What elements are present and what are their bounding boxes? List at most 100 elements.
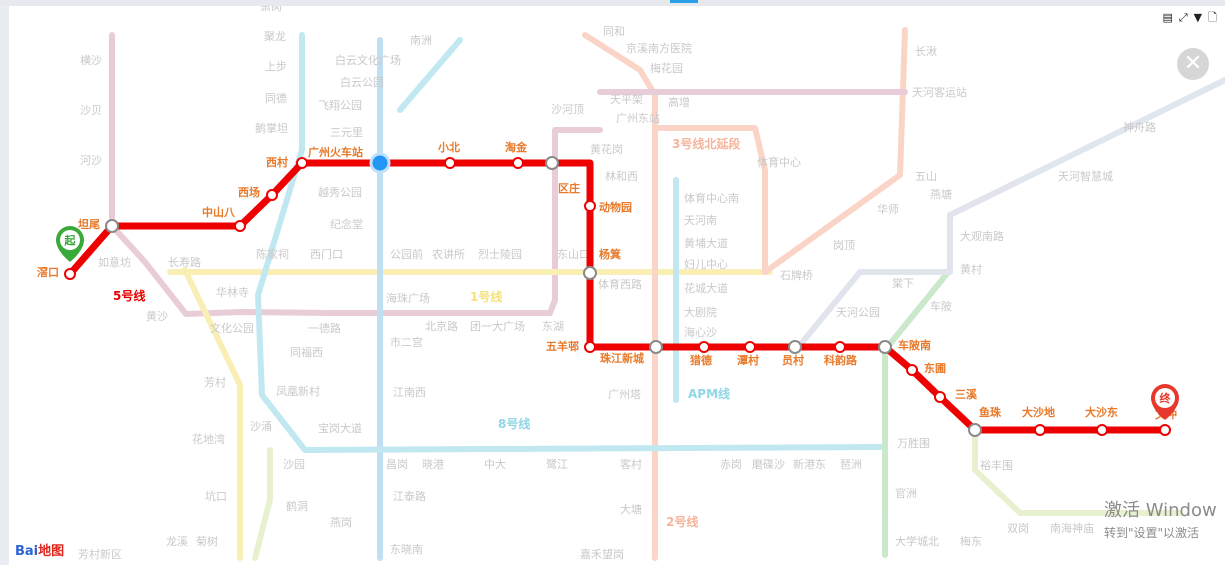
bg-station-label: 芳村 [204,375,226,389]
route-station[interactable] [834,341,846,353]
bg-station-label: 东山口 [557,248,590,261]
document-icon[interactable]: 🗋 [1208,11,1217,24]
bg-station-label: 天河智慧城 [1058,169,1113,183]
route-station-label: 中山八 [202,205,236,219]
bg-station-label: 长寿路 [168,255,201,269]
logo-text-2: 地图 [38,544,65,559]
filter-icon[interactable]: ▼ [1193,11,1203,24]
bg-station-label: 黄沙 [146,309,168,323]
bg-station-label: 凤凰新村 [276,384,320,398]
bg-station-label: 琶洲 [840,458,862,471]
start-pin-core [60,230,80,250]
route-station[interactable] [906,364,918,376]
route-station[interactable] [698,341,710,353]
line-3n-label: 3号线北延段 [672,136,741,151]
start-marker: 起 [56,226,84,262]
route-station[interactable] [934,391,946,403]
expand-icon[interactable]: ⤢ [1178,11,1188,24]
bg-station-label: 华林寺 [216,285,249,299]
bg-station-label: 高增 [668,95,690,109]
route-station[interactable] [234,220,246,232]
line-apm-label: APM线 [688,386,730,401]
bg-station-label: 广州塔 [608,388,641,401]
route-station-label: 滘口 [37,265,59,279]
route-station[interactable] [1034,424,1046,436]
bg-station-label: 团一大广场 [470,319,525,333]
line-gf [972,427,1183,516]
route-station-label: 科韵路 [824,353,858,367]
route-station[interactable] [296,157,308,169]
bg-station-label: 花城大道 [684,281,728,295]
close-button[interactable]: ✕ [1177,48,1209,80]
bg-station-label: 神舟路 [1123,120,1156,134]
transfer-station[interactable] [545,156,559,170]
transfer-station[interactable] [788,340,802,354]
transfer-station[interactable] [583,266,597,280]
current-location [369,152,391,174]
route-station-label: 鱼珠 [979,405,1002,419]
bg-station-label: 北京路 [425,319,458,333]
metro-map[interactable]: 横沙沙贝河沙如意坊长寿路黄沙华林寺文化公园陈家祠西门口公园前农讲所烈士陵园东山口… [9,6,1225,565]
bg-station-label: 烈士陵园 [478,247,522,261]
route-station-label: 珠江新城 [600,351,644,365]
route-station-label: 大沙地 [1022,405,1055,419]
route-station-label: 车陂南 [898,338,931,352]
route-station[interactable] [64,268,76,280]
background-station-labels: 横沙沙贝河沙如意坊长寿路黄沙华林寺文化公园陈家祠西门口公园前农讲所烈士陵园东山口… [78,6,1156,561]
bg-station-label: 石牌桥 [780,268,813,282]
route-station[interactable] [584,200,596,212]
route-station-label: 坦尾 [78,217,100,231]
transfer-station[interactable] [968,423,982,437]
bg-station-label: 白云公园 [340,75,384,89]
route-station[interactable] [1159,424,1171,436]
route-station[interactable] [744,341,756,353]
bg-station-label: 同德 [265,91,287,105]
route-station-label: 五羊邨 [546,339,579,353]
bg-station-label: 宝岗大道 [318,421,362,435]
bg-station-label: 江南西 [393,386,426,399]
route-station-labels: 滘口坦尾中山八西场西村广州火车站小北淘金区庄动物园杨箕五羊邨珠江新城猎德潭村员村… [37,140,1177,421]
list-icon[interactable]: ▤ [1162,11,1173,24]
bg-station-label: 体育中心 [757,155,801,169]
route-station-label: 杨箕 [599,247,621,261]
route-station[interactable] [444,157,456,169]
route-station-label: 潭村 [737,353,759,367]
bg-station-label: 如意坊 [98,255,131,269]
start-pin-label: 起 [64,233,77,247]
bg-station-label: 车陂 [930,299,952,313]
end-pin-label: 终 [1160,391,1172,405]
bg-station-label: 黄花岗 [590,142,623,156]
route-station[interactable] [584,341,596,353]
watermark-line-2: 转到"设置"以激活 [1104,526,1200,540]
transfer-station[interactable] [878,340,892,354]
bg-station-label: 天河公园 [836,306,880,319]
route-station-label: 小北 [437,140,460,154]
bg-station-label: 江泰路 [393,489,426,503]
route-station-label: 西场 [238,185,260,199]
route-station[interactable] [512,157,524,169]
route-station[interactable] [1096,424,1108,436]
bg-station-label: 海心沙 [684,325,717,339]
bg-station-label: 文化公园 [210,321,254,335]
bg-station-label: 纪念堂 [330,217,363,231]
bg-station-label: 嘉禾望岗 [580,547,624,561]
bg-station-label: 体育中心南 [684,191,739,205]
route-station-label: 东圃 [924,361,946,375]
route-station-label: 大沙东 [1085,405,1118,419]
metro-map-svg[interactable]: 横沙沙贝河沙如意坊长寿路黄沙华林寺文化公园陈家祠西门口公园前农讲所烈士陵园东山口… [9,6,1225,565]
route-station[interactable] [266,189,278,201]
transfer-station[interactable] [105,219,119,233]
map-toolbar: ▤ ⤢ ▼ 🗋 [1162,12,1217,24]
route-station-label: 广州火车站 [308,145,363,159]
bg-station-label: 客村 [620,457,642,471]
transfer-station[interactable] [649,340,663,354]
bg-station-label: 市二宫 [390,335,423,349]
bg-station-label: 天河南 [684,214,717,227]
bg-station-label: 磨碟沙 [752,458,785,471]
bg-station-label: 南海神庙 [1050,521,1094,535]
bg-station-label: 沙贝 [80,104,102,117]
bg-station-label: 坑口 [205,489,227,503]
bg-station-label: 黄埔大道 [684,236,728,250]
baidu-map-logo[interactable]: Bai地图 [15,540,64,559]
